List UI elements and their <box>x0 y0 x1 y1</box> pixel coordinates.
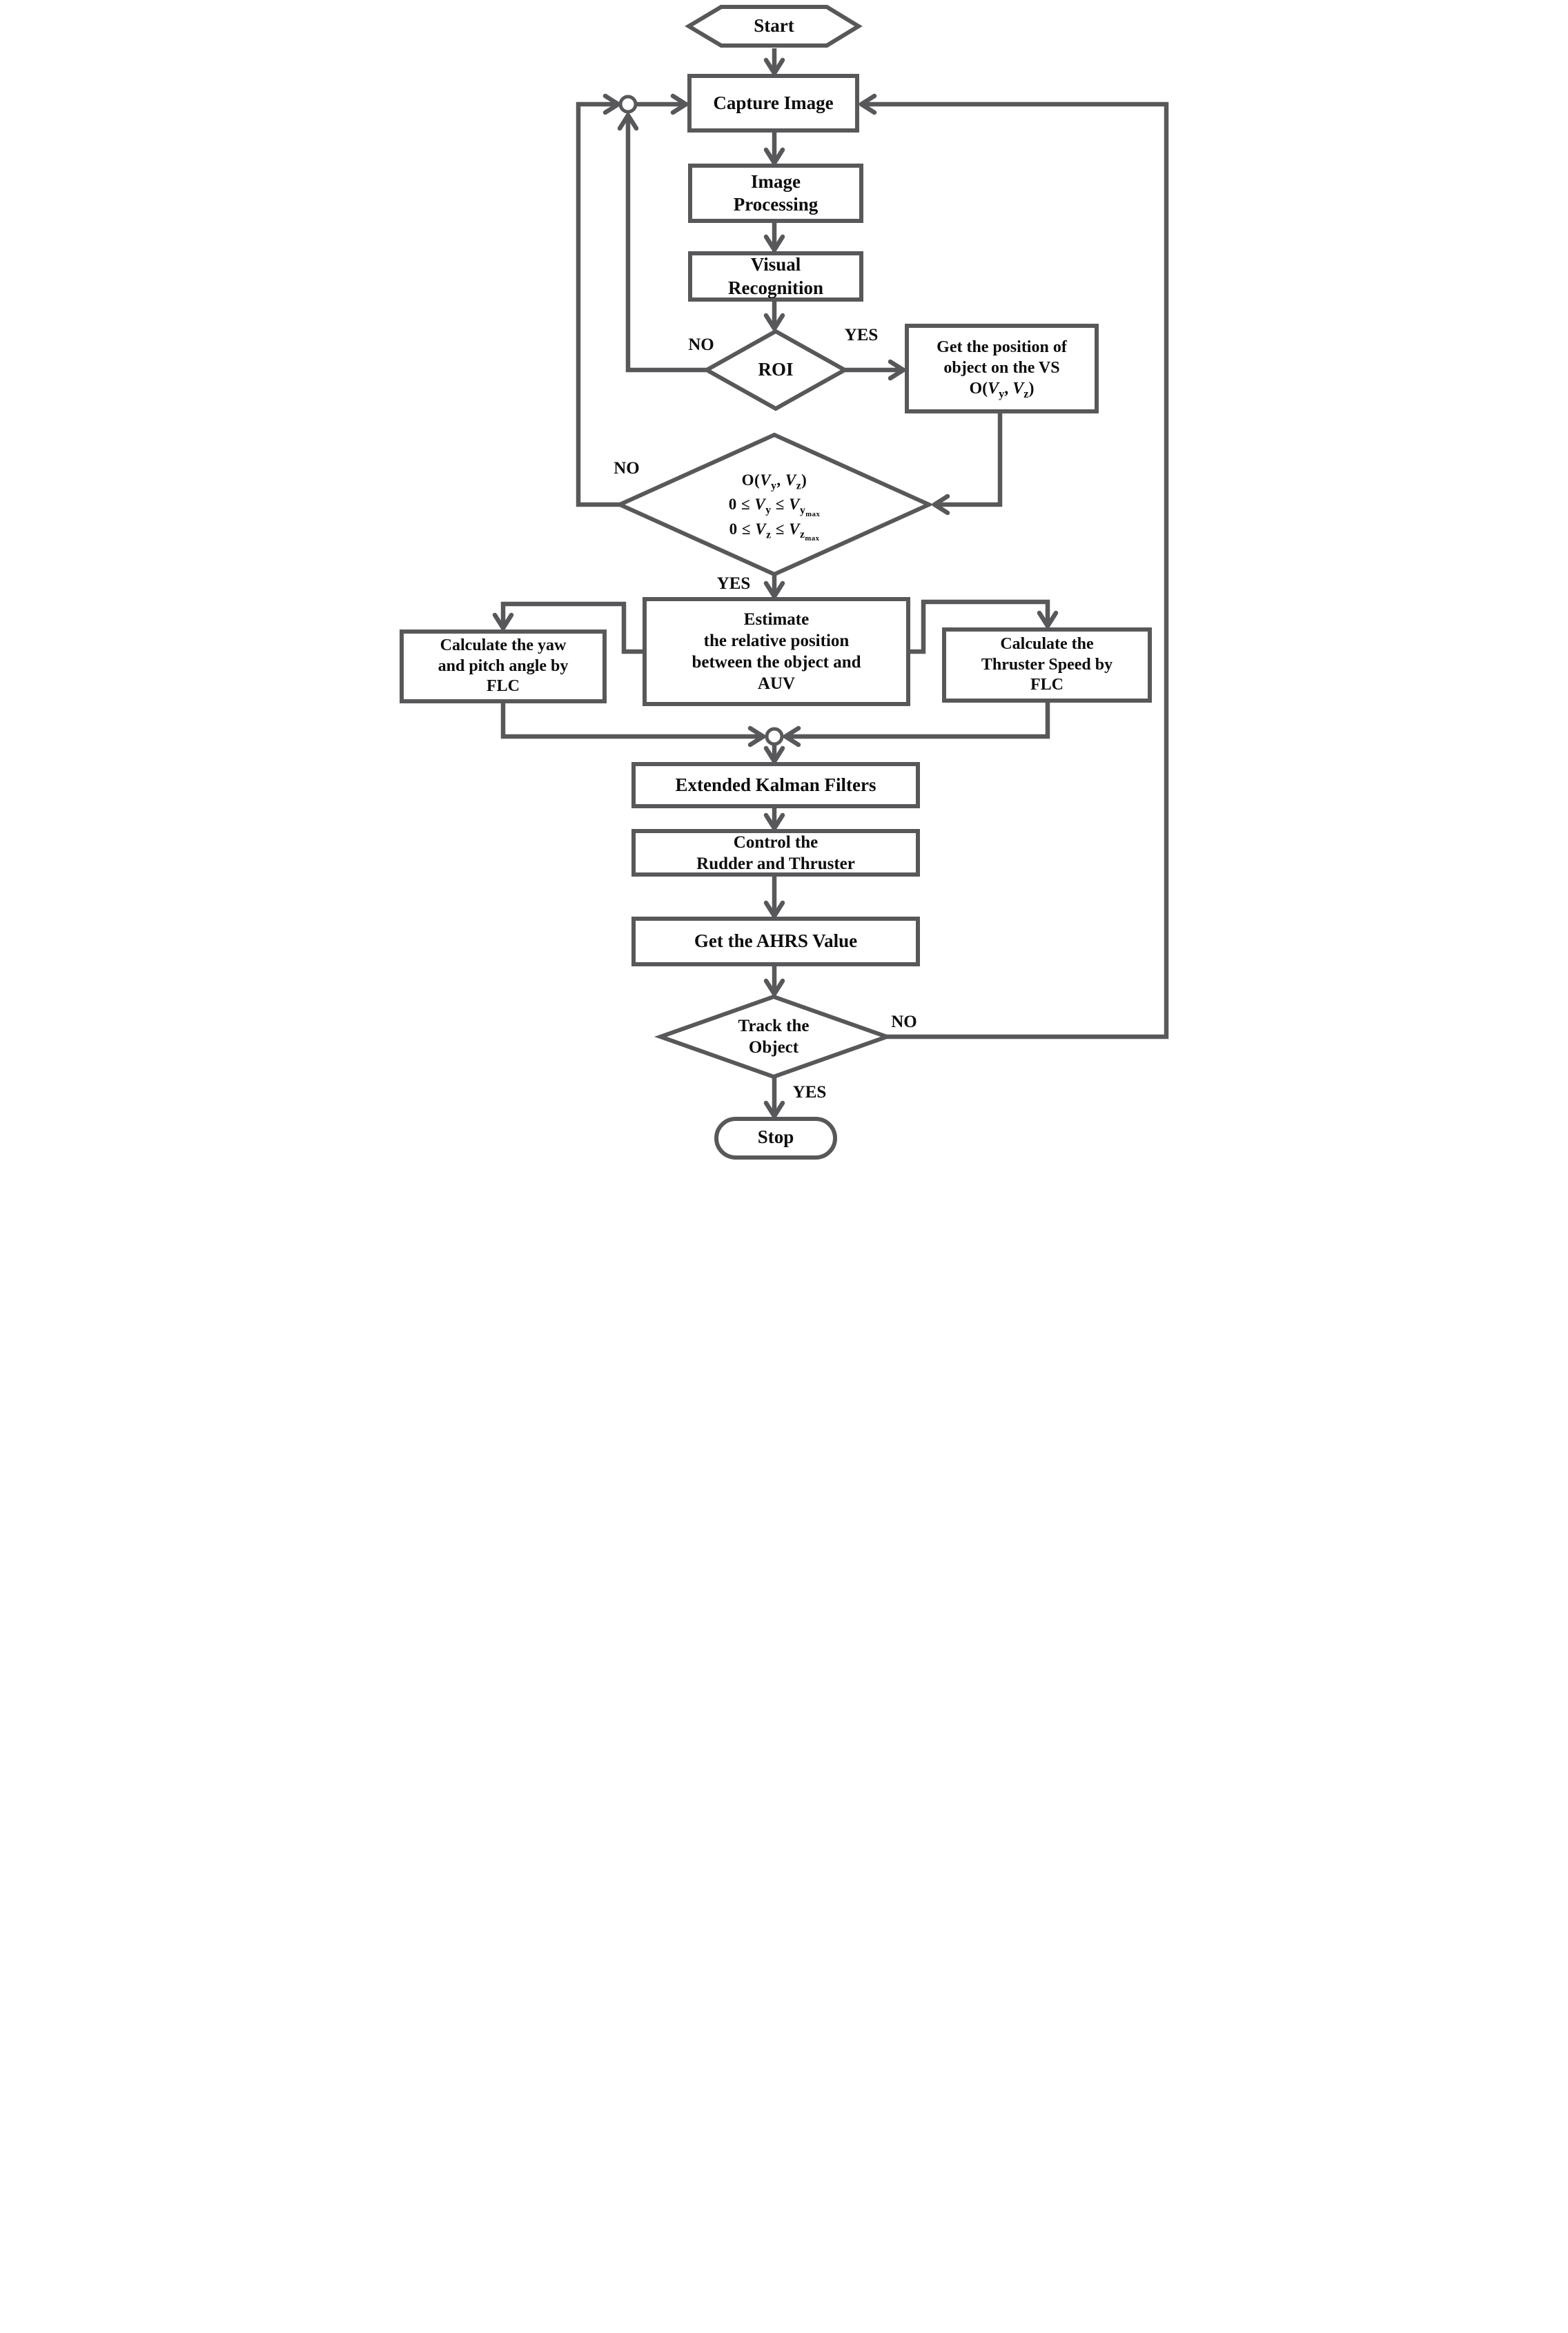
estimate-position-shape <box>643 597 910 706</box>
start-hexagon-shape <box>685 5 863 48</box>
calc-thruster-shape <box>942 627 1152 703</box>
flowchart-graphics <box>400 5 1169 1160</box>
stop-stadium-shape <box>714 1117 837 1160</box>
edge-estimate-to-thruster <box>908 599 1059 654</box>
flowchart-canvas: Start Capture Image Image Processing Vis… <box>392 0 1176 1166</box>
visual-recognition-shape <box>688 251 863 302</box>
edge-thruster-to-merge <box>783 701 1050 748</box>
edge-estimate-to-yawpitch <box>492 601 645 654</box>
edge-track-no-to-capture <box>859 93 1169 1039</box>
calc-yaw-pitch-shape <box>400 629 607 703</box>
capture-image-shape <box>687 74 859 133</box>
edge-yawpitch-to-merge <box>500 701 766 748</box>
roi-decision-shape <box>702 329 850 411</box>
get-position-shape <box>905 324 1099 413</box>
edge-roi-no-to-junction <box>617 113 707 373</box>
control-rudder-shape <box>631 829 920 877</box>
track-decision-shape <box>654 994 893 1080</box>
extended-kalman-shape <box>631 762 920 808</box>
get-ahrs-shape <box>631 917 920 966</box>
bounds-decision-shape <box>614 432 934 577</box>
edge-getposition-to-bounds <box>932 411 1003 516</box>
image-processing-shape <box>688 164 863 223</box>
edge-bounds-no-to-junction <box>576 93 621 507</box>
junction-circle-top <box>618 95 638 114</box>
junction-circle-merge <box>765 727 784 746</box>
